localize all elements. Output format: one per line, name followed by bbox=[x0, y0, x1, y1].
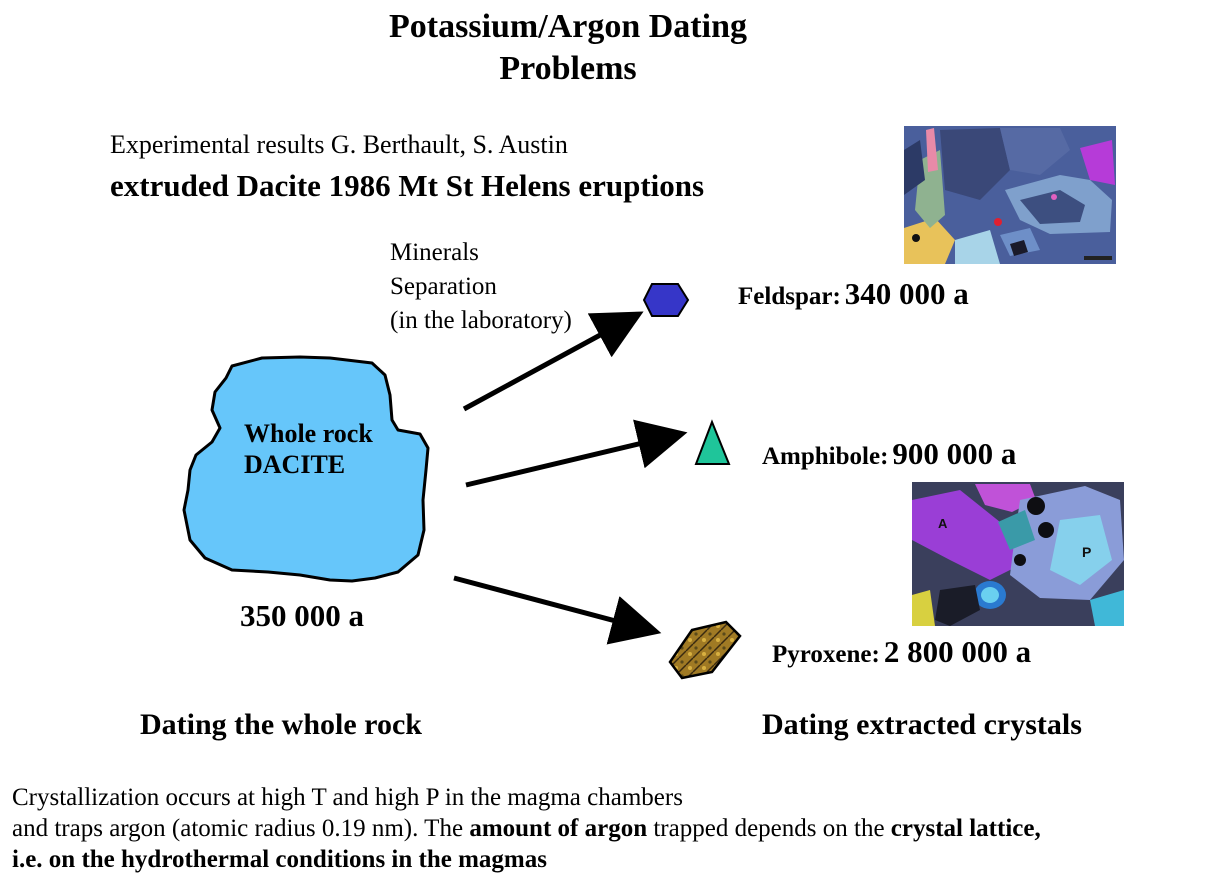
crystal-hexagon-icon bbox=[668, 620, 742, 680]
rock-blob-icon bbox=[182, 355, 430, 583]
pyroxene-age: 2 800 000 a bbox=[883, 634, 1032, 669]
footnote-emphasis: amount of argon bbox=[469, 815, 648, 842]
pyroxene-result: Pyroxene: 2 800 000 a bbox=[772, 634, 1031, 670]
arrow-to-amphibole bbox=[465, 419, 688, 488]
feldspar-photo bbox=[904, 126, 1116, 264]
whole-rock-line-1: Whole rock bbox=[244, 419, 373, 448]
triangle-icon bbox=[694, 419, 731, 465]
footnote: Crystallization occurs at high T and hig… bbox=[12, 782, 1212, 875]
separation-line-1: Minerals bbox=[390, 239, 479, 266]
photo-marker-p: P bbox=[1082, 544, 1091, 560]
title-line-2: Problems bbox=[499, 50, 637, 87]
caption-extracted-crystals: Dating extracted crystals bbox=[762, 708, 1082, 741]
hexagon-icon bbox=[642, 283, 690, 317]
sample-heading: extruded Dacite 1986 Mt St Helens erupti… bbox=[110, 168, 705, 203]
separation-label: Minerals Separation (in the laboratory) bbox=[390, 236, 572, 338]
footnote-text: and traps argon (atomic radius 0.19 nm).… bbox=[12, 815, 470, 842]
credit-text: Experimental results G. Berthault, S. Au… bbox=[110, 130, 568, 159]
feldspar-name: Feldspar: bbox=[738, 283, 841, 310]
amphibole-age: 900 000 a bbox=[892, 436, 1017, 471]
whole-rock-age: 350 000 a bbox=[240, 598, 364, 633]
pyroxene-name: Pyroxene: bbox=[772, 641, 880, 668]
whole-rock-label: Whole rock DACITE bbox=[244, 418, 373, 480]
amphibole-pyroxene-photo: A P bbox=[912, 482, 1124, 626]
page-title: Potassium/Argon Dating Problems bbox=[0, 6, 1136, 90]
separation-line-2: Separation bbox=[390, 273, 497, 300]
separation-line-3: (in the laboratory) bbox=[390, 307, 572, 334]
footnote-line-3: i.e. on the hydrothermal conditions in t… bbox=[12, 844, 1212, 875]
amphibole-name: Amphibole: bbox=[762, 443, 889, 470]
photo-marker-a: A bbox=[938, 516, 948, 531]
footnote-emphasis: i.e. on the hydrothermal conditions in t… bbox=[12, 846, 547, 873]
footnote-text: trapped depends on the bbox=[647, 815, 891, 842]
footnote-line-1: Crystallization occurs at high T and hig… bbox=[12, 784, 683, 811]
arrow-to-feldspar bbox=[462, 311, 644, 412]
amphibole-result: Amphibole: 900 000 a bbox=[762, 436, 1016, 472]
whole-rock-line-2: DACITE bbox=[244, 450, 346, 479]
arrow-to-pyroxene bbox=[453, 575, 662, 645]
footnote-emphasis: crystal lattice, bbox=[890, 815, 1041, 842]
feldspar-age: 340 000 a bbox=[844, 276, 969, 311]
caption-whole-rock: Dating the whole rock bbox=[140, 708, 422, 741]
title-line-1: Potassium/Argon Dating bbox=[389, 8, 747, 45]
footnote-line-2: and traps argon (atomic radius 0.19 nm).… bbox=[12, 813, 1212, 844]
feldspar-result: Feldspar: 340 000 a bbox=[738, 276, 969, 312]
